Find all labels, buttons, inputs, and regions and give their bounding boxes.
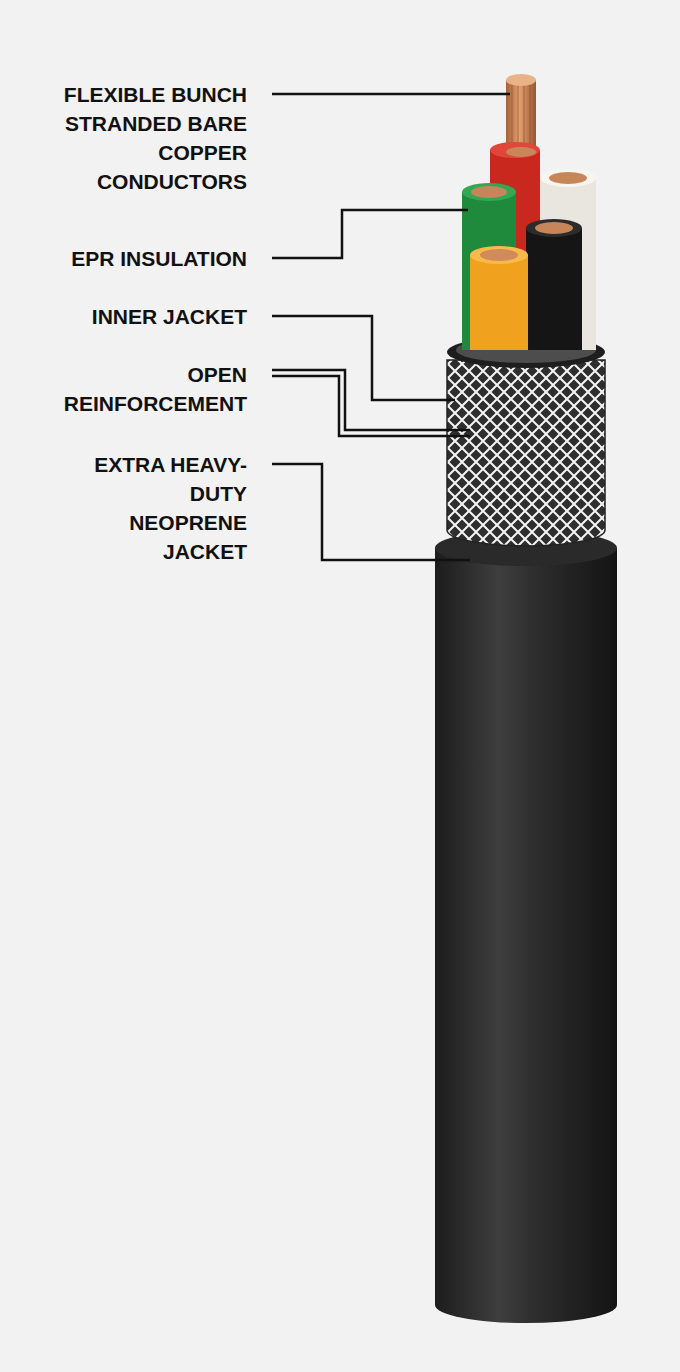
copper-end [480,249,518,261]
red-conductor-end [490,142,540,158]
label-box: EPR INSULATION [37,244,247,273]
copper-end [535,222,573,234]
copper-end [506,74,536,86]
black-conductor [526,228,582,350]
orange-conductor [470,255,528,350]
leader-line [272,93,510,96]
leader-line [272,376,470,436]
outer-jacket [435,548,617,1323]
white-conductor-end [540,169,596,187]
part-label: OPEN REINFORCEMENT [47,360,247,418]
leader-line [272,210,468,258]
label-box: EXTRA HEAVY-DUTY NEOPRENE JACKET [87,450,247,566]
copper-end [549,172,587,184]
part-label: EXTRA HEAVY-DUTY NEOPRENE JACKET [87,450,247,566]
leader-line [272,370,470,430]
braid-reinforcement [447,360,605,546]
orange-conductor-end [470,246,528,264]
green-conductor-end [462,183,516,201]
label-box: OPEN REINFORCEMENT [47,360,247,418]
black-conductor-end [526,219,582,237]
label-box: INNER JACKET [37,302,247,331]
part-label: INNER JACKET [37,302,247,331]
part-label: EPR INSULATION [37,244,247,273]
leader-line [272,316,455,400]
label-box: FLEXIBLE BUNCH STRANDED BARE COPPER COND… [47,80,247,196]
copper-end [506,147,536,157]
braid-outline [447,360,605,546]
part-label: FLEXIBLE BUNCH STRANDED BARE COPPER COND… [47,80,247,196]
copper-end [471,186,507,198]
leader-line [272,464,470,560]
